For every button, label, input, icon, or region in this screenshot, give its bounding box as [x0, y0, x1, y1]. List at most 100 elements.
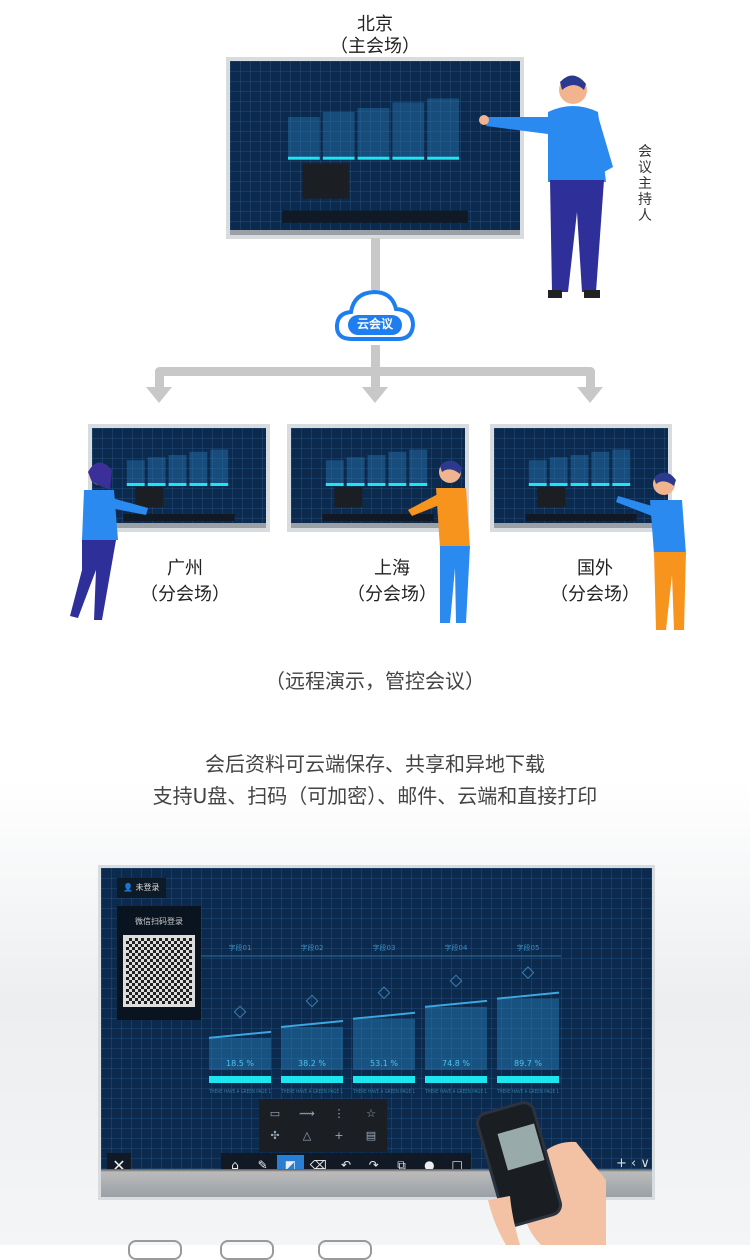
mini-palette	[135, 487, 164, 507]
chart-bar	[281, 1076, 343, 1083]
chart-line	[424, 999, 488, 1008]
mini-toolbar	[322, 514, 434, 521]
branch-role: （分会场）	[550, 584, 640, 605]
mini-bar	[126, 483, 145, 486]
connector-line	[155, 370, 164, 388]
connector-line	[586, 370, 595, 388]
star-icon[interactable]: ☆	[366, 1107, 376, 1120]
mini-toolbar	[525, 514, 637, 521]
mini-toolbar	[282, 210, 468, 223]
mini-area	[288, 117, 320, 157]
chart-footnote: THERE HAVE A GREEN PAGE 1	[352, 1089, 415, 1095]
screen-bezel	[230, 230, 520, 235]
chart-value-label: 74.8 %	[442, 1059, 470, 1068]
chart-area	[281, 1026, 343, 1070]
branch-city: 国外	[577, 558, 613, 579]
mini-chart	[322, 449, 434, 521]
film-icon[interactable]: ▤	[365, 1129, 377, 1142]
main-site-city: 北京	[357, 14, 393, 35]
plus-icon[interactable]: +	[334, 1129, 344, 1142]
chart-bar	[497, 1076, 559, 1083]
shape-palette: ▭ ⟿ ⋮ ☆ ✣ △ + ▤	[259, 1099, 387, 1152]
mini-area	[409, 449, 428, 483]
home-icon[interactable]: ⌂	[231, 1158, 239, 1172]
partial-button[interactable]	[128, 1240, 182, 1260]
chart-value-label: 89.7 %	[514, 1059, 542, 1068]
branch-screen-shanghai	[287, 424, 469, 532]
mini-bar	[570, 483, 589, 486]
cloud-label: 云会议	[356, 317, 393, 331]
mini-area	[549, 457, 568, 483]
partial-button[interactable]	[220, 1240, 274, 1260]
disc-icon[interactable]: ●	[424, 1158, 435, 1172]
page-nav[interactable]: + ‹ ∨	[616, 1156, 650, 1171]
mini-area	[427, 98, 459, 157]
chart-category: 字段03	[373, 943, 396, 952]
pen-icon[interactable]: ✎	[257, 1158, 268, 1172]
chart-line	[280, 1019, 344, 1028]
chart-marker	[233, 1005, 247, 1019]
phone-in-hand	[476, 1101, 606, 1245]
presenter-figure	[408, 460, 470, 623]
mini-area	[612, 449, 631, 483]
chart-value-label: 53.1 %	[370, 1059, 398, 1068]
branch-line	[155, 367, 595, 376]
ruler-icon[interactable]: ▭	[269, 1107, 281, 1120]
chart-category: 字段02	[301, 943, 324, 952]
user-status[interactable]: 👤 未登录	[117, 878, 166, 898]
chart-area	[353, 1018, 415, 1070]
mini-area	[570, 455, 589, 483]
mini-chart	[282, 98, 468, 223]
branch-city: 上海	[374, 558, 410, 579]
mini-area	[392, 102, 425, 157]
mini-chart	[123, 449, 235, 521]
chart-footnote: THERE HAVE A GREEN PAGE 1	[496, 1089, 559, 1095]
cloud-icon	[334, 289, 416, 341]
chart-line	[496, 991, 560, 1000]
mini-bar	[528, 483, 547, 486]
dna-icon[interactable]: ⋮	[333, 1107, 345, 1120]
crop-icon[interactable]: ⧉	[397, 1157, 406, 1172]
mini-area	[367, 455, 386, 483]
mini-area	[346, 457, 365, 483]
rectangle-icon[interactable]: □	[451, 1158, 463, 1172]
chart-line	[352, 1011, 416, 1020]
arrow-icon[interactable]: ⟿	[299, 1107, 315, 1120]
branch-role: （分会场）	[140, 584, 230, 605]
eraser-icon[interactable]: ⌫	[309, 1158, 327, 1172]
chart-footnote: THERE HAVE A GREEN PAGE 1	[424, 1089, 487, 1095]
undo-icon[interactable]: ↶	[340, 1158, 352, 1172]
mini-bar	[210, 483, 229, 486]
triangle-icon[interactable]: △	[302, 1129, 312, 1142]
mini-chart	[525, 449, 637, 521]
mini-bar	[427, 156, 459, 160]
chart-footnote: THERE HAVE A GREEN PAGE 1	[208, 1089, 271, 1095]
user-status-label: 未登录	[135, 883, 160, 892]
chart-bar	[353, 1076, 415, 1083]
presenter-figure	[70, 462, 148, 620]
mini-bar	[189, 483, 208, 486]
main-screen	[226, 57, 524, 239]
mini-area	[322, 111, 355, 157]
arrow-down-icon	[362, 387, 388, 403]
mini-bar	[168, 483, 187, 486]
mini-bar	[591, 483, 610, 486]
redo-icon[interactable]: ↷	[368, 1158, 379, 1172]
chart-marker	[377, 986, 391, 1000]
chart-footnote: THERE HAVE A GREEN PAGE 1	[280, 1089, 343, 1095]
chart-area	[497, 998, 559, 1070]
flower-icon[interactable]: ✣	[270, 1129, 280, 1142]
mini-palette	[334, 487, 363, 507]
chart-line	[208, 1030, 272, 1039]
mini-area	[591, 451, 610, 483]
chart-value-label: 18.5 %	[226, 1059, 254, 1068]
description-line-1: 会后资料可云端保存、共享和异地下载	[205, 752, 545, 776]
mini-toolbar	[123, 514, 235, 521]
mini-bar	[357, 156, 390, 160]
chart-category: 字段05	[517, 943, 540, 952]
chart-category: 字段04	[445, 943, 468, 952]
partial-button[interactable]	[318, 1240, 372, 1260]
mini-bar	[388, 483, 407, 486]
